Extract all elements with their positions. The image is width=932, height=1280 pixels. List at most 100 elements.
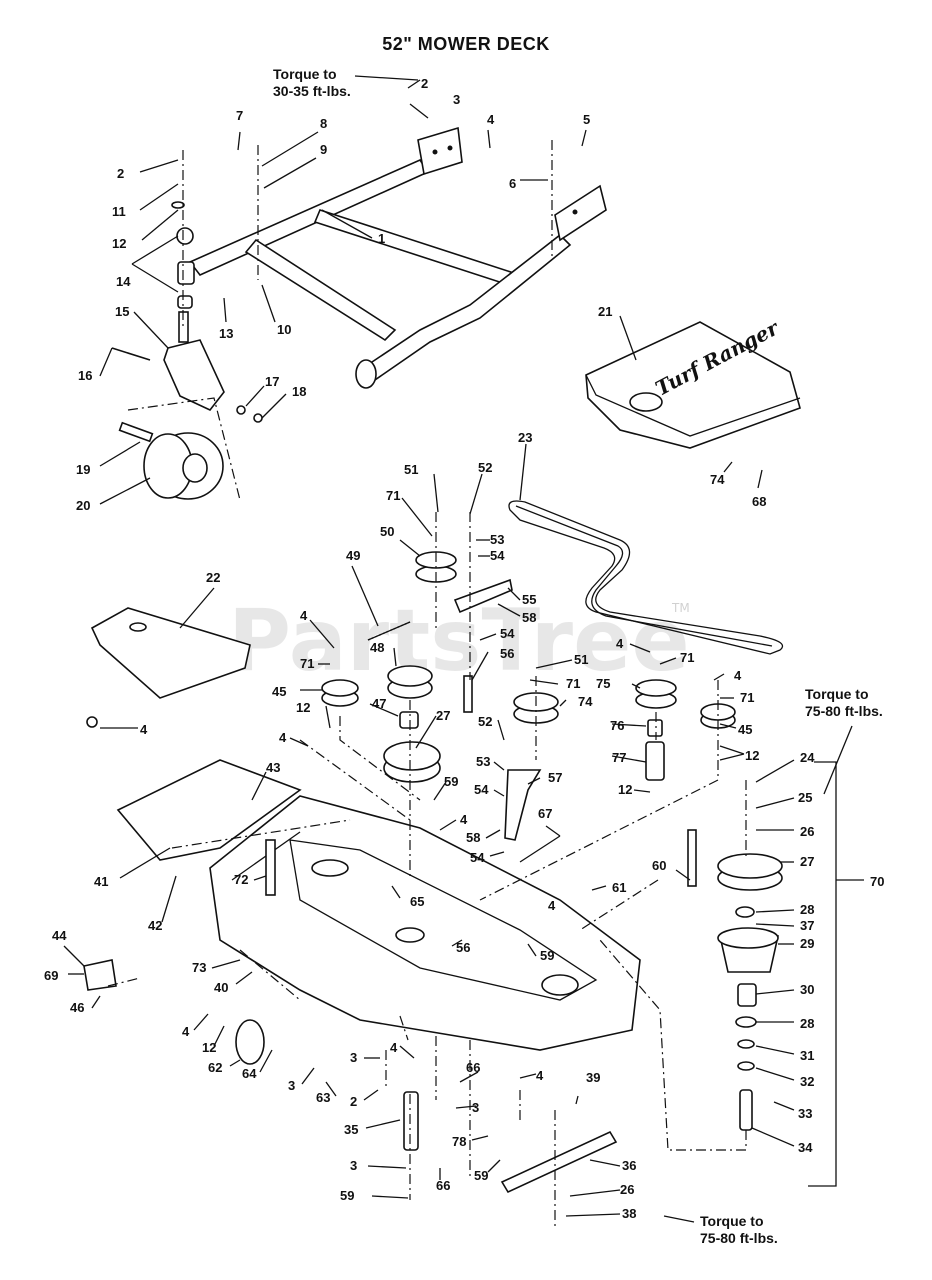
callout-53: 53 xyxy=(490,532,504,547)
callout-59: 59 xyxy=(474,1168,488,1183)
callout-4: 4 xyxy=(548,898,556,913)
callout-65: 65 xyxy=(410,894,424,909)
callout-2: 2 xyxy=(350,1094,357,1109)
callout-69: 69 xyxy=(44,968,58,983)
callout-3: 3 xyxy=(350,1050,357,1065)
spindle-assembly xyxy=(687,829,783,1131)
callout-1: 1 xyxy=(378,231,385,246)
callout-19: 19 xyxy=(76,462,90,477)
torque-note-right: Torque to 75-80 ft-lbs. xyxy=(805,686,883,720)
belt-shield xyxy=(86,607,251,728)
assembly-bracket-70 xyxy=(808,761,837,1187)
callout-72: 72 xyxy=(234,872,248,887)
callout-43: 43 xyxy=(266,760,280,775)
callout-4: 4 xyxy=(536,1068,544,1083)
callout-4: 4 xyxy=(140,722,148,737)
callout-47: 47 xyxy=(372,696,386,711)
callout-12: 12 xyxy=(202,1040,216,1055)
callout-42: 42 xyxy=(148,918,162,933)
callout-3: 3 xyxy=(472,1100,479,1115)
callout-25: 25 xyxy=(798,790,812,805)
callout-45: 45 xyxy=(738,722,752,737)
callout-59: 59 xyxy=(340,1188,354,1203)
callout-40: 40 xyxy=(214,980,228,995)
callout-4: 4 xyxy=(487,112,495,127)
mower-deck xyxy=(83,759,641,1194)
callout-38: 38 xyxy=(622,1206,636,1221)
leader-lines xyxy=(63,75,864,1223)
callout-52: 52 xyxy=(478,714,492,729)
callout-45: 45 xyxy=(272,684,286,699)
callout-36: 36 xyxy=(622,1158,636,1173)
torque-note-top-line1: Torque to xyxy=(273,66,337,82)
caster-assembly xyxy=(111,201,263,500)
callout-71: 71 xyxy=(680,650,694,665)
callout-64: 64 xyxy=(242,1066,257,1081)
callout-21: 21 xyxy=(598,304,612,319)
callout-4: 4 xyxy=(460,812,468,827)
callout-44: 44 xyxy=(52,928,67,943)
callout-78: 78 xyxy=(452,1134,466,1149)
callout-28: 28 xyxy=(800,1016,814,1031)
callout-32: 32 xyxy=(800,1074,814,1089)
torque-note-bottom-line1: Torque to xyxy=(700,1213,764,1229)
callout-20: 20 xyxy=(76,498,90,513)
callout-37: 37 xyxy=(800,918,814,933)
callout-26: 26 xyxy=(800,824,814,839)
callout-75: 75 xyxy=(596,676,610,691)
torque-note-bottom-line2: 75-80 ft-lbs. xyxy=(700,1230,778,1246)
callout-51: 51 xyxy=(404,462,418,477)
callout-3: 3 xyxy=(350,1158,357,1173)
callout-55: 55 xyxy=(522,592,536,607)
callout-35: 35 xyxy=(344,1122,358,1137)
callout-7: 7 xyxy=(236,108,243,123)
callout-3: 3 xyxy=(288,1078,295,1093)
torque-note-bottom: Torque to 75-80 ft-lbs. xyxy=(700,1213,778,1247)
callout-2: 2 xyxy=(117,166,124,181)
callout-53: 53 xyxy=(476,754,490,769)
callout-58: 58 xyxy=(466,830,480,845)
callout-18: 18 xyxy=(292,384,306,399)
callout-4: 4 xyxy=(300,608,308,623)
callout-3: 3 xyxy=(453,92,460,107)
callout-12: 12 xyxy=(112,236,126,251)
callout-66: 66 xyxy=(466,1060,480,1075)
callout-71: 71 xyxy=(740,690,754,705)
deck-hood: Turf Ranger xyxy=(585,315,801,449)
callout-56: 56 xyxy=(500,646,514,661)
callout-24: 24 xyxy=(800,750,815,765)
callout-49: 49 xyxy=(346,548,360,563)
callout-68: 68 xyxy=(752,494,766,509)
callout-4: 4 xyxy=(390,1040,398,1055)
callout-17: 17 xyxy=(265,374,279,389)
callout-56: 56 xyxy=(456,940,470,955)
callout-11: 11 xyxy=(112,204,126,219)
callout-34: 34 xyxy=(798,1140,813,1155)
drive-belt xyxy=(508,500,784,655)
callout-39: 39 xyxy=(586,1070,600,1085)
callout-50: 50 xyxy=(380,524,394,539)
callout-71: 71 xyxy=(566,676,580,691)
callout-76: 76 xyxy=(610,718,624,733)
callout-41: 41 xyxy=(94,874,108,889)
hitch-frame xyxy=(188,126,607,389)
callout-8: 8 xyxy=(320,116,327,131)
callout-6: 6 xyxy=(509,176,516,191)
callout-54: 54 xyxy=(474,782,489,797)
callout-14: 14 xyxy=(116,274,131,289)
callout-57: 57 xyxy=(548,770,562,785)
torque-note-right-line1: Torque to xyxy=(805,686,869,702)
callout-30: 30 xyxy=(800,982,814,997)
callout-16: 16 xyxy=(78,368,92,383)
callout-60: 60 xyxy=(652,858,666,873)
torque-note-top-line2: 30-35 ft-lbs. xyxy=(273,83,351,99)
callout-2: 2 xyxy=(421,76,428,91)
callout-51: 51 xyxy=(574,652,588,667)
callout-46: 46 xyxy=(70,1000,84,1015)
callout-54: 54 xyxy=(490,548,505,563)
callout-26: 26 xyxy=(620,1182,634,1197)
callout-77: 77 xyxy=(612,750,626,765)
callout-54: 54 xyxy=(470,850,485,865)
callout-71: 71 xyxy=(386,488,400,503)
callout-10: 10 xyxy=(277,322,291,337)
